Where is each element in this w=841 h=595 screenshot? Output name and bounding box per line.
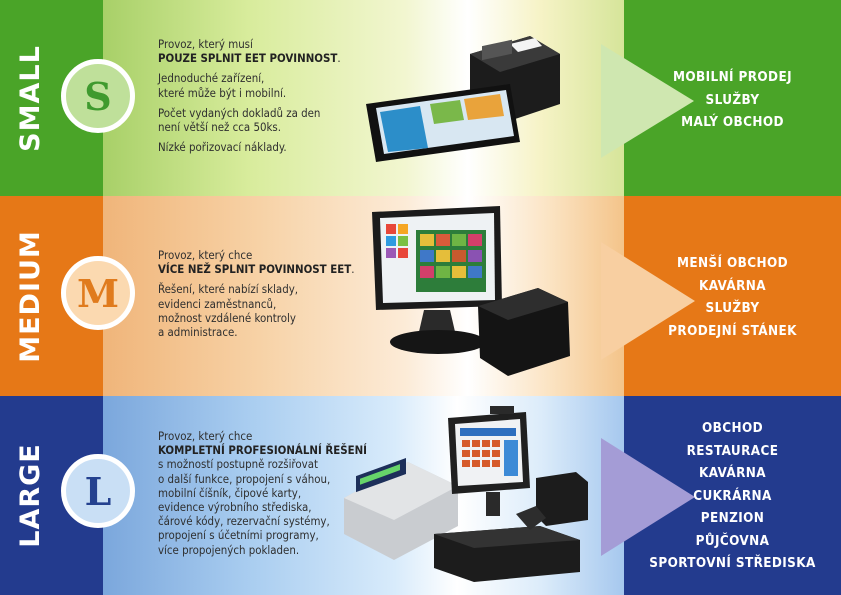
use-case: SPORTOVNÍ STŘEDISKA bbox=[649, 556, 816, 571]
tier-medium: MEDIUM M Provoz, který chce VÍCE NEŽ SPL… bbox=[0, 196, 841, 396]
touch-pos-terminal-icon bbox=[372, 206, 570, 376]
tier-label: MEDIUM bbox=[14, 229, 46, 363]
intro-text: Provoz, který chce bbox=[158, 248, 253, 262]
tier-large: LARGE L Provoz, který chce KOMPLETNÍ PRO… bbox=[0, 396, 841, 595]
paragraph: Řešení, které nabízí sklady, evidenci za… bbox=[158, 282, 299, 340]
tier-letter-badge: L bbox=[61, 454, 135, 528]
paragraph: Počet vydaných dokladů za den není větší… bbox=[158, 105, 321, 135]
tier-letter-badge: S bbox=[61, 59, 135, 133]
use-case: PENZION bbox=[700, 511, 765, 526]
tablet-with-receipt-printer-icon bbox=[366, 36, 560, 162]
use-cases: MOBILNÍ PRODEJ SLUŽBY MALÝ OBCHOD bbox=[624, 67, 841, 135]
intro-text: Provoz, který chce bbox=[158, 429, 253, 443]
tier-letter-badge: M bbox=[61, 256, 135, 330]
use-cases: MENŠÍ OBCHOD KAVÁRNA SLUŽBY PRODEJNÍ STÁ… bbox=[624, 253, 841, 343]
use-case: CUKRÁRNA bbox=[693, 488, 772, 504]
use-case: SLUŽBY bbox=[705, 92, 760, 108]
use-case: KAVÁRNA bbox=[699, 466, 766, 481]
tier-description: Provoz, který chce KOMPLETNÍ PROFESIONÁL… bbox=[158, 429, 367, 563]
use-case: MALÝ OBCHOD bbox=[681, 115, 784, 130]
use-case: SLUŽBY bbox=[705, 301, 760, 316]
headline: POUZE SPLNIT EET POVINNOST bbox=[158, 51, 338, 66]
tier-description: Provoz, který musí POUZE SPLNIT EET POVI… bbox=[158, 37, 341, 155]
headline: KOMPLETNÍ PROFESIONÁLNÍ ŘEŠENÍ bbox=[158, 443, 367, 458]
use-case: MENŠÍ OBCHOD bbox=[676, 256, 789, 271]
use-case: KAVÁRNA bbox=[699, 278, 766, 294]
use-case: PRODEJNÍ STÁNEK bbox=[668, 323, 797, 339]
tier-description: Provoz, který chce VÍCE NEŽ SPLNIT POVIN… bbox=[158, 248, 355, 340]
headline: VÍCE NEŽ SPLNIT POVINNOST EET bbox=[158, 262, 352, 277]
use-case: OBCHOD bbox=[702, 421, 763, 436]
intro-text: Provoz, který musí bbox=[158, 37, 253, 51]
paragraph: s možností postupně rozšiřovat o další f… bbox=[158, 457, 331, 557]
use-case: RESTAURACE bbox=[686, 443, 779, 459]
paragraph: Jednoduché zařízení, které může být i mo… bbox=[158, 71, 287, 100]
arrow-right-icon bbox=[601, 44, 694, 158]
tier-small: SMALL S Provoz, který musí POUZE SPLNIT … bbox=[0, 0, 841, 196]
tier-label: SMALL bbox=[14, 44, 46, 152]
use-case: MOBILNÍ PRODEJ bbox=[673, 70, 792, 85]
use-cases: OBCHOD RESTAURACE KAVÁRNA CUKRÁRNA PENZI… bbox=[624, 418, 841, 576]
use-case: PŮJČOVNA bbox=[695, 533, 770, 549]
arrow-right-icon bbox=[601, 242, 695, 360]
tier-label: LARGE bbox=[14, 443, 46, 548]
arrow-right-icon bbox=[601, 438, 695, 556]
full-pos-system-with-scale-icon bbox=[344, 406, 588, 582]
paragraph: Nízké pořizovací náklady. bbox=[158, 140, 287, 155]
